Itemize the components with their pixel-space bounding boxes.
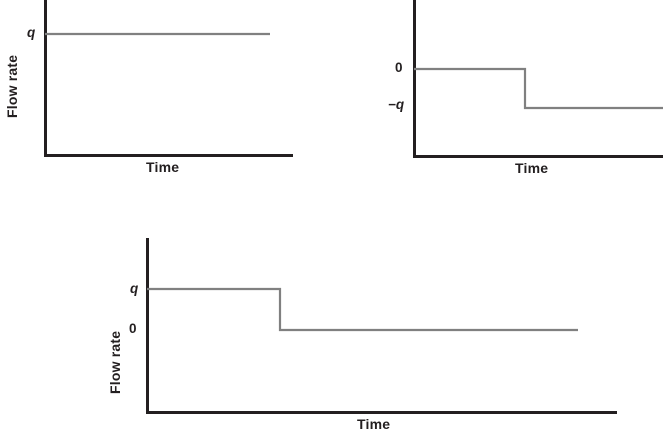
panel-c-ytick-q: q xyxy=(130,281,139,296)
panel-c-x-axis-label: Time xyxy=(357,416,391,432)
panel-a-x-axis-label: Time xyxy=(146,159,180,175)
panel-c-axes xyxy=(146,238,617,414)
panel-b-ytick-zero: 0 xyxy=(395,60,403,75)
panel-b-axes xyxy=(413,0,663,158)
panel-b-x-axis-label: Time xyxy=(515,160,549,176)
panel-c-y-axis-label: Flow rate xyxy=(107,330,123,394)
panel-a-y-axis-label: Flow rate xyxy=(4,54,20,118)
panel-b-trace xyxy=(414,67,663,110)
panel-a-ytick-q: q xyxy=(27,25,36,40)
panel-a-axes xyxy=(44,0,293,157)
panel-c-ytick-zero: 0 xyxy=(129,321,137,336)
panel-c-trace xyxy=(147,287,578,332)
panel-b-flow-line xyxy=(414,67,663,110)
panel-b-ytick-minus-q: −q xyxy=(388,97,405,112)
panel-c-flow-line xyxy=(147,287,578,332)
